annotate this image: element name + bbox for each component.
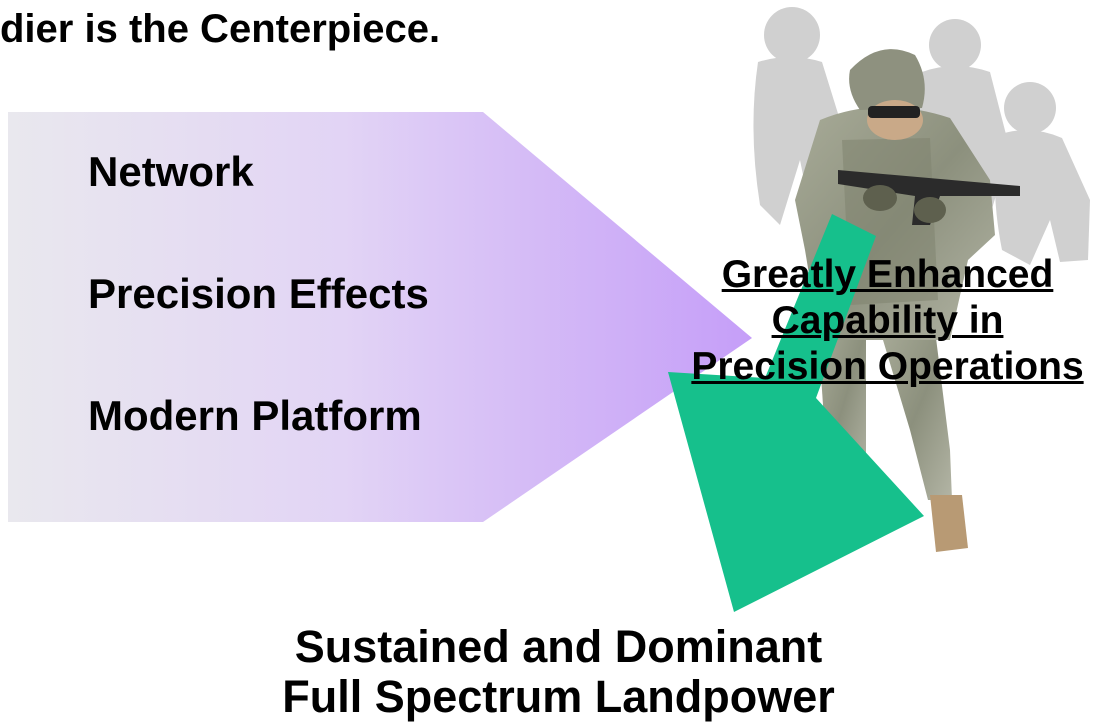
capability-line: Precision Operations [691,345,1084,388]
capability-line: Greatly Enhanced [721,253,1054,296]
soldier-figure-icon [795,49,1020,552]
outcome-caption: Sustained and Dominant Full Spectrum Lan… [0,622,1117,722]
input-label-network: Network [88,148,254,195]
outcome-arrow [668,214,924,612]
input-label-modern-platform: Modern Platform [88,392,422,439]
capability-caption: Greatly Enhanced Capability in Precision… [660,252,1115,390]
outcome-line: Full Spectrum Landpower [282,671,835,722]
input-label-precision-effects: Precision Effects [88,270,429,317]
soldier-silhouette-icon [994,82,1090,265]
outcome-line: Sustained and Dominant [294,621,823,672]
input-pentagon [8,112,752,522]
capability-line: Capability in [771,299,1004,342]
slide-title: dier is the Centerpiece. [0,7,441,51]
